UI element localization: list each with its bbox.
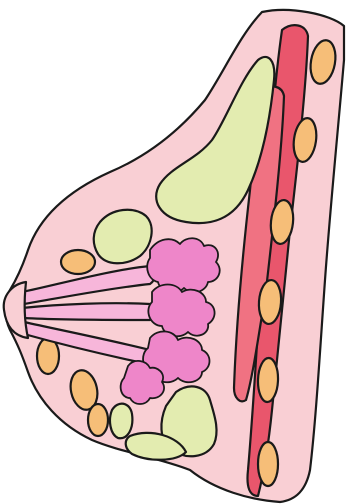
nipple: [4, 282, 28, 338]
lower-small-fat-lobe: [110, 404, 132, 439]
fat-globule-upper: [61, 250, 95, 274]
rib-5: [257, 358, 279, 403]
fat-globule-inferior: [88, 404, 108, 436]
lactiferous-duct-middle: [22, 303, 155, 320]
rib-6: [258, 442, 278, 486]
